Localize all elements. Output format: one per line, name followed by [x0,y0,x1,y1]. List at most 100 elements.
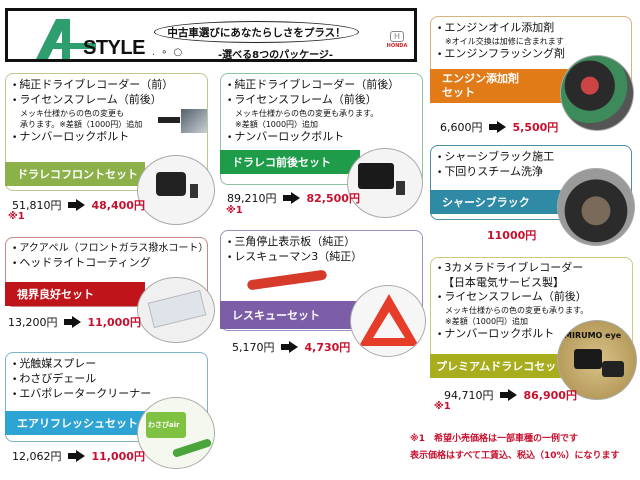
subtitle: -選べる8つのパッケージ- [218,50,334,61]
footnote-line-2: 表示価格はすべて工賃込、税込（10%）になります [410,451,620,461]
package-item: ライセンスフレーム（前後） [227,93,416,108]
product-label: MIRUMO eye [564,331,622,340]
package-title-band: エアリフレッシュセット [5,411,145,435]
chassis-price: 11000円 [487,229,537,242]
package-note: ※差額（1000円）追加 [445,317,529,326]
arrow-right-icon [499,389,518,401]
package-note: メッキ仕様からの色の変更も承ります。 [235,109,379,118]
arrow-right-icon [282,192,301,204]
package-title-band: ドラレコ前後セット [220,150,360,174]
package-note: メッキ仕様からの色の変更も承ります。 [445,306,589,315]
package-item: わさびデェール [12,372,201,387]
price-row: 13,200円 11,000円 [8,314,141,330]
rear-recorder-image [347,148,423,218]
package-note: ※オイル交換は加修に含まれます [445,37,564,46]
package-item: アクアペル（フロントガラス撥水コート） [12,242,208,256]
package-item: エンジンオイル添加剤 [437,21,625,36]
package-title: レスキューセット [232,309,320,322]
footnote-mark: ※1 [8,211,25,222]
chassis-image [557,168,635,246]
package-item: 3カメラドライブレコーダー [437,261,626,276]
original-price: 94,710円 [444,389,494,402]
package-title-band: シャーシブラック [430,190,570,214]
thought-dots: .∘○ [152,47,189,58]
original-price: 51,810円 [12,199,62,212]
footnote-line-1: ※1 希望小売価格は一部車種の一例です [410,434,579,444]
package-title-band: プレミアムドラレコセット [430,354,570,378]
mirumo-eye-image: MIRUMO eye [557,320,637,400]
package-title: エンジン添加剤 [442,72,519,85]
original-price: 13,200円 [8,316,58,329]
package-title-band: ドラレコフロントセット [5,162,145,186]
sale-price: 48,400円 [91,199,145,212]
package-item: エバポレータークリーナー [12,387,201,402]
honda-text: HONDA [386,43,408,49]
package-title: セット [442,86,475,99]
price-row: 5,170円 4,730円 [232,339,350,355]
honda-mark-icon: H [390,31,404,42]
package-item: ナンバーロックボルト [437,327,626,342]
arrow-right-icon [67,199,86,211]
arrow-right-icon [488,121,507,133]
original-price: 12,062円 [12,450,62,463]
arrow-right-icon [63,316,82,328]
a-style-logo-icon [36,19,96,59]
package-card-engine: エンジンオイル添加剤 ※オイル交換は加修に含まれます エンジンフラッシング剤 エ… [430,16,632,103]
original-price: 89,210円 [227,192,277,205]
sale-price: 82,500円 [306,192,360,205]
original-price: 5,170円 [232,341,275,354]
tagline: 中古車選びにあなたらしさをプラス！ [167,26,346,39]
sale-price: 11,000円 [91,450,145,463]
original-price: 6,600円 [440,121,483,134]
header-banner: STYLE .∘○ 中古車選びにあなたらしさをプラス！ -選べる8つのパッケージ… [5,8,417,62]
honda-logo: H HONDA [382,31,412,49]
package-title: エアリフレッシュセット [17,417,138,430]
arrow-right-icon [67,450,86,462]
warning-triangle-image [350,285,426,357]
arrow-right-icon [280,341,299,353]
package-item: 光触媒スプレー [12,357,201,372]
package-title-band: レスキューセット [220,301,360,329]
package-item: ライセンスフレーム（前後） [12,93,201,108]
package-item: ナンバーロックボルト [12,130,201,145]
tagline-cloud: 中古車選びにあなたらしさをプラス！ [154,21,359,43]
warning-triangle-icon [359,294,419,346]
front-recorder-image [137,155,215,225]
package-item: シャーシブラック施工 [437,150,625,165]
package-card-rescue: 三角停止表示板（純正） レスキューマン3（純正） レスキューセット [220,230,423,331]
package-item: 純正ドライブレコーダー（前） [12,78,201,93]
lock-bolt-image [181,109,207,133]
price-row: 12,062円 11,000円 [12,448,145,464]
price-row: 89,210円 82,500円 [227,190,360,206]
sale-price: 5,500円 [512,121,559,134]
package-card-both: 純正ドライブレコーダー（前後） ライセンスフレーム（前後） メッキ仕様からの色の… [220,73,423,185]
wasabi-air-image: わさびair [137,397,215,469]
package-title: 視界良好セット [17,288,94,301]
package-item: エンジンフラッシング剤 [437,47,625,62]
product-label: わさびair [148,421,180,429]
sale-price: 86,900円 [523,389,577,402]
package-item: ライセンスフレーム（前後） [437,290,626,305]
price-row: 51,810円 48,400円 [12,197,145,213]
package-item: 純正ドライブレコーダー（前後） [227,78,416,93]
sale-price: 4,730円 [304,341,351,354]
footnote-mark: ※1 [226,205,243,216]
logo-text: STYLE [83,37,145,59]
price-row: 6,600円 5,500円 [440,119,558,135]
sale-price: 11,000円 [87,316,141,329]
engine-additive-image [560,55,634,131]
footnote-mark: ※1 [434,401,451,412]
package-item: ナンバーロックボルト [227,130,416,145]
package-item-sub: 【日本電気サービス製】 [443,276,564,289]
package-note: ※差額（1000円）追加 [235,120,319,129]
package-title: ドラレコフロントセット [17,168,138,181]
package-title-band: エンジン添加剤 セット [430,69,570,103]
license-frame-image [158,117,180,123]
package-item: ヘッドライトコーティング [12,256,201,271]
package-title: ドラレコ前後セット [232,156,331,169]
package-title: シャーシブラック [442,196,530,209]
price-row: 94,710円 86,900円 [444,387,577,403]
package-item: 下回りスチーム洗浄 [437,165,625,180]
package-item: 三角停止表示板（純正） [227,235,416,250]
package-note: メッキ仕様からの色の変更も [20,109,124,118]
